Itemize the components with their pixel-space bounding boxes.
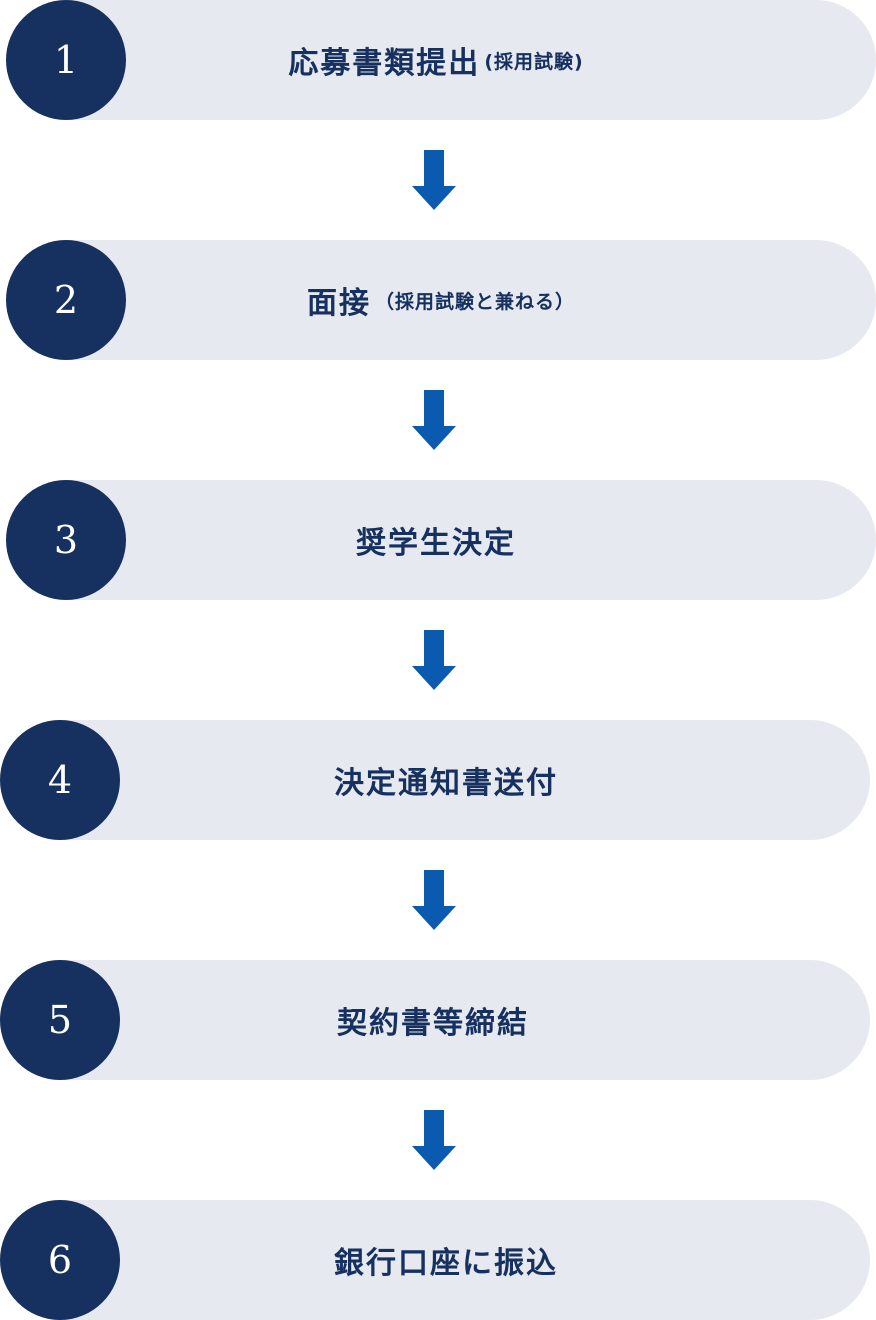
step-bar [66, 0, 876, 120]
down-arrow-icon [412, 870, 456, 930]
step-label: 面接（採用試験と兼ねる） [146, 240, 736, 360]
flow-step-2: 2 面接（採用試験と兼ねる） [6, 240, 876, 360]
flow-step-5: 5 契約書等締結 [0, 960, 870, 1080]
down-arrow-icon [412, 150, 456, 210]
step-label: 奨学生決定 [126, 480, 746, 600]
flow-step-3: 3 奨学生決定 [6, 480, 876, 600]
step-label: 銀行口座に振込 [120, 1200, 772, 1320]
flow-step-6: 6 銀行口座に振込 [0, 1200, 870, 1320]
step-number-badge: 6 [0, 1200, 120, 1320]
down-arrow-icon [412, 1110, 456, 1170]
step-bar [60, 1200, 870, 1320]
step-bar [60, 720, 870, 840]
step-number-badge: 5 [0, 960, 120, 1080]
step-bar [60, 960, 870, 1080]
flow-step-4: 4 決定通知書送付 [0, 720, 870, 840]
step-label: 応募書類提出(採用試験) [126, 0, 746, 120]
step-note: (採用試験) [484, 50, 584, 73]
step-title: 応募書類提出 [288, 46, 481, 81]
step-label: 決定通知書送付 [120, 720, 772, 840]
flow-step-1: 1 応募書類提出(採用試験) [6, 0, 876, 120]
step-title: 銀行口座に振込 [334, 1246, 558, 1281]
step-title: 契約書等締結 [337, 1006, 529, 1041]
step-bar [66, 480, 876, 600]
step-title: 面接 [306, 286, 371, 321]
step-number-badge: 3 [6, 480, 126, 600]
down-arrow-icon [412, 390, 456, 450]
step-number-badge: 2 [6, 240, 126, 360]
step-number-badge: 1 [6, 0, 126, 120]
step-label: 契約書等締結 [120, 960, 746, 1080]
step-note: （採用試験と兼ねる） [374, 290, 575, 313]
step-bar [66, 240, 876, 360]
step-number-badge: 4 [0, 720, 120, 840]
step-title: 奨学生決定 [356, 526, 516, 561]
down-arrow-icon [412, 630, 456, 690]
step-title: 決定通知書送付 [334, 766, 558, 801]
